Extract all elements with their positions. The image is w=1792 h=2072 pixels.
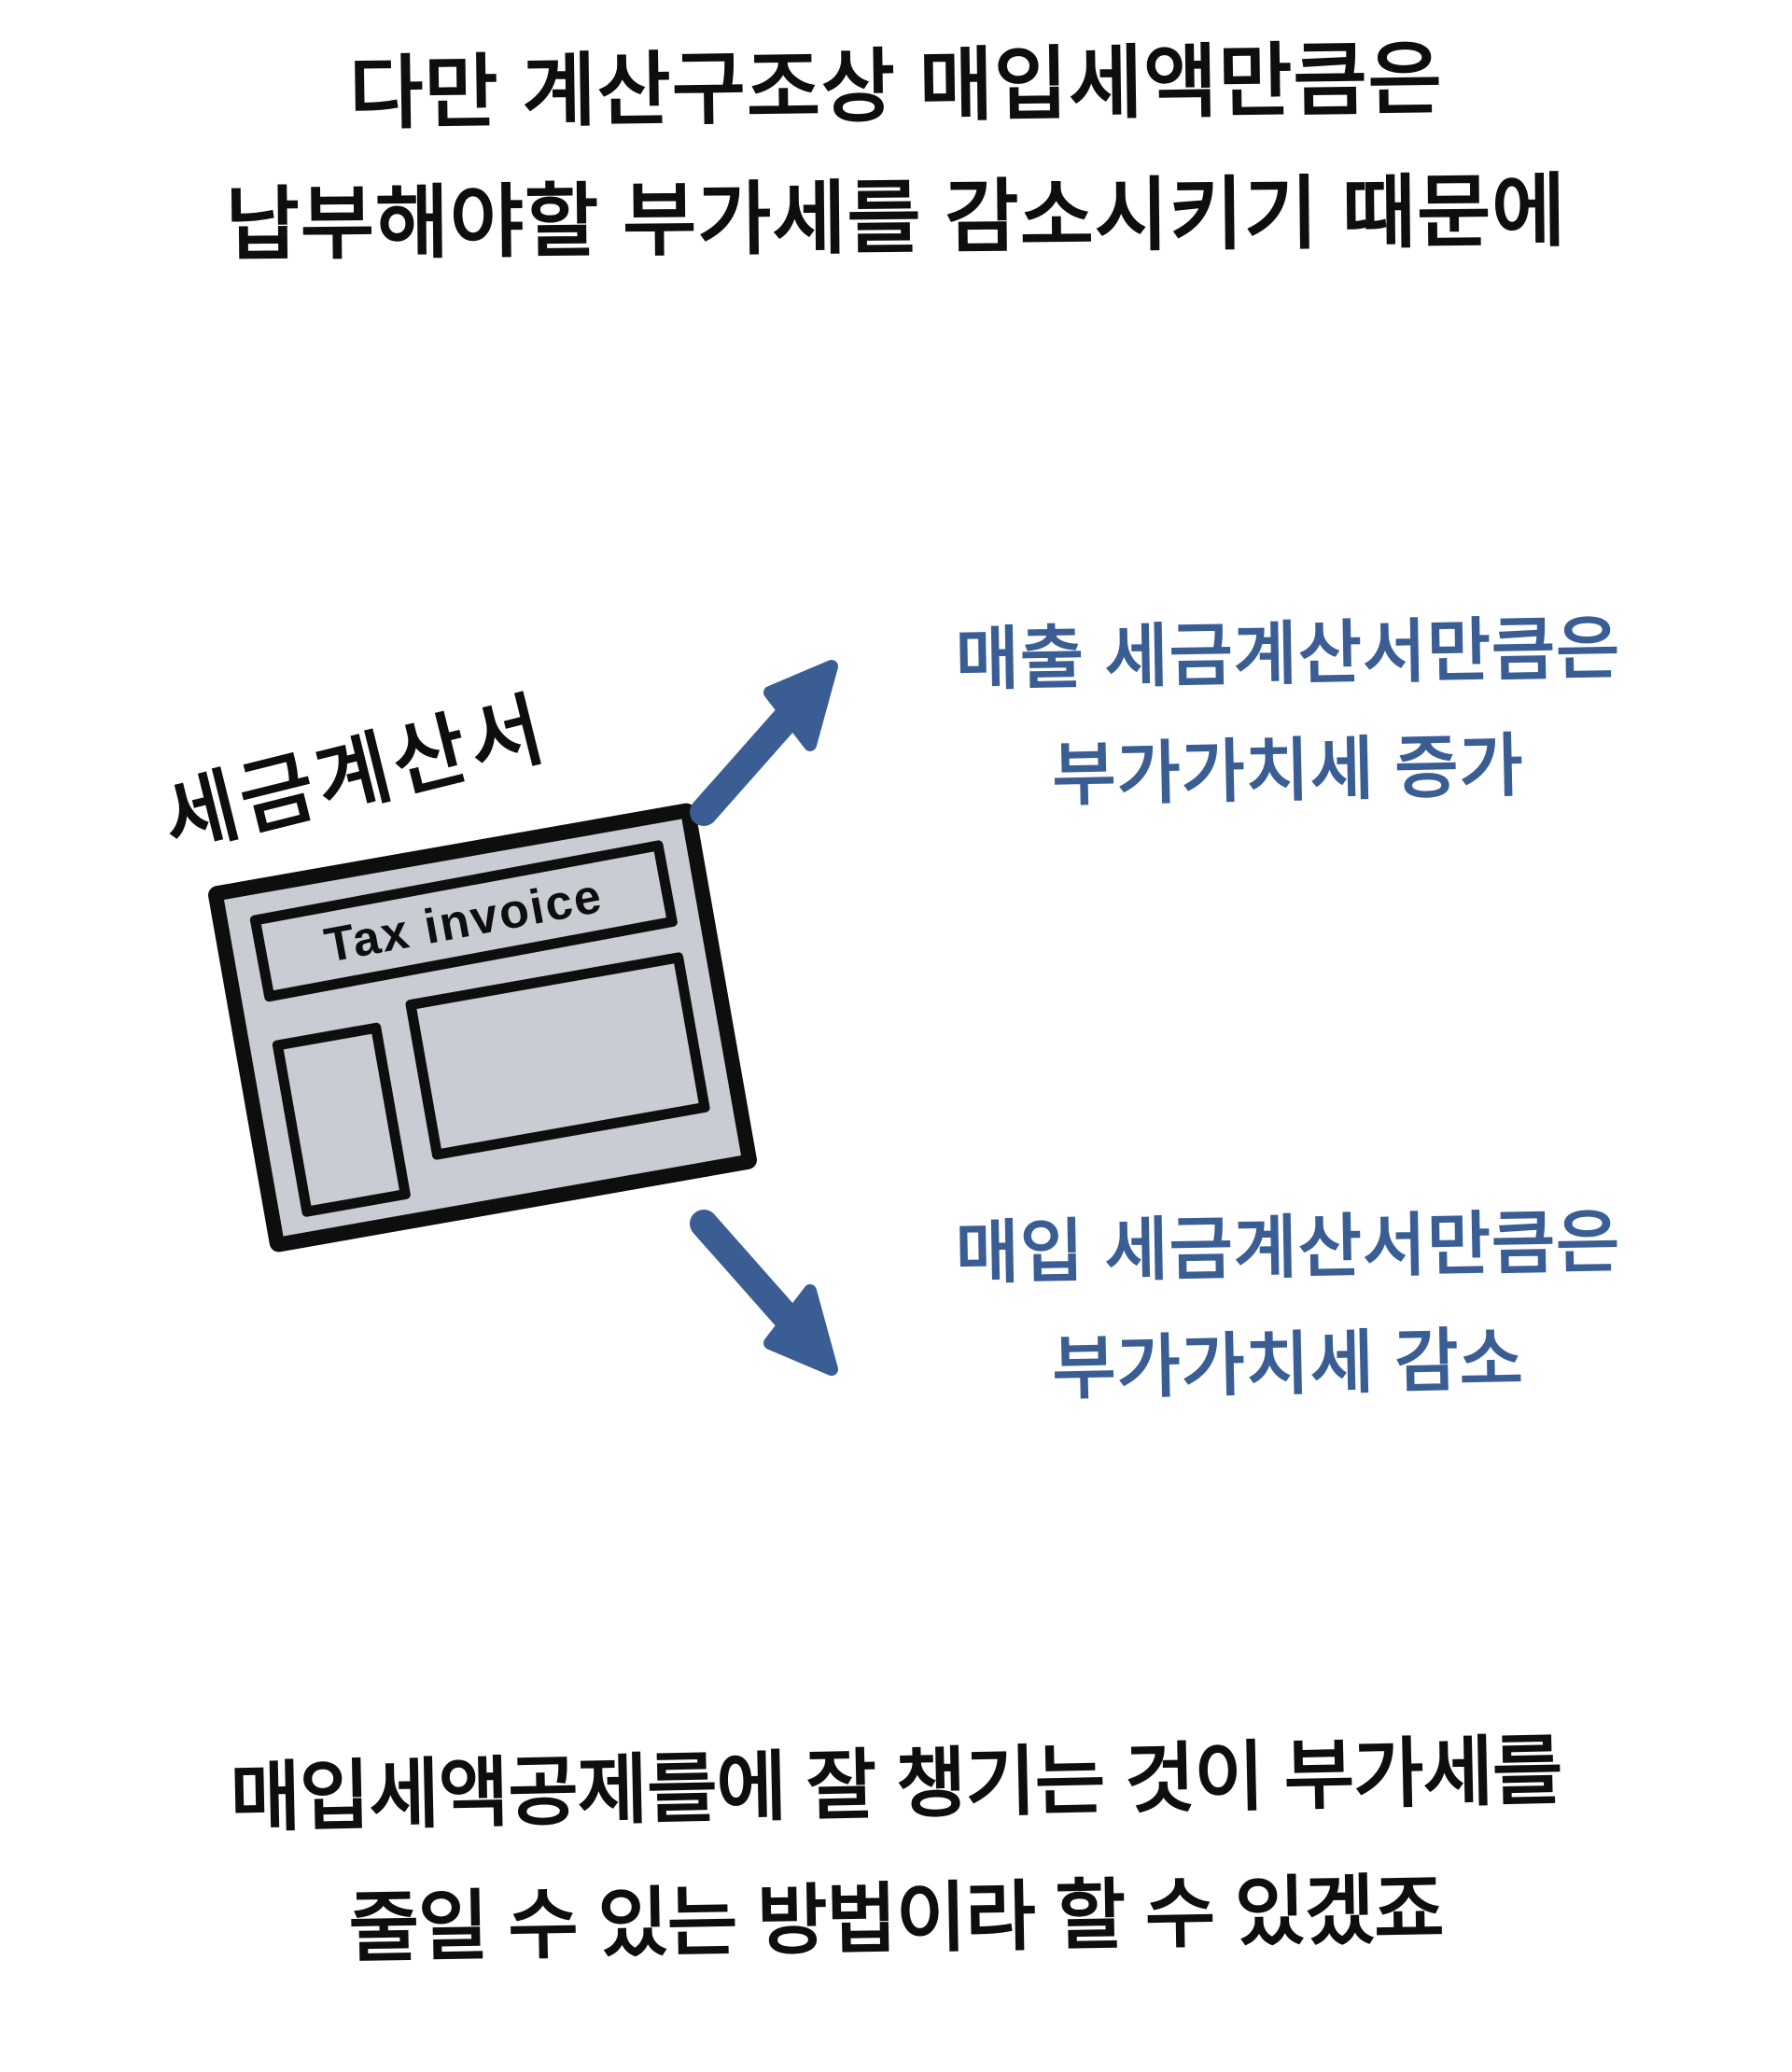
heading-line-2: 납부해야할 부가세를 감소시키기 때문에 bbox=[225, 166, 1567, 271]
arrow-up-right-icon bbox=[690, 660, 838, 826]
footer-block: 매입세액공제를에 잘 챙기는 것이 부가세를 줄일 수 있는 방법이라 할 수 … bbox=[0, 1729, 1792, 1971]
heading-line-1: 다만 계산구조상 매입세액만큼은 bbox=[348, 34, 1444, 140]
footer-line-2: 줄일 수 있는 방법이라 할 수 있겠죠 bbox=[347, 1867, 1445, 1972]
tax-invoice-body bbox=[269, 951, 717, 1218]
branch-sales-line-1: 매출 세금계산서만큼은 bbox=[955, 609, 1621, 699]
arrow-down-right-icon bbox=[690, 1210, 838, 1376]
branch-purchase-line-1: 매입 세금계산서만큼은 bbox=[955, 1202, 1621, 1293]
invoice-field-box-left bbox=[272, 1021, 412, 1218]
branch-sales-text: 매출 세금계산서만큼은 부가가치세 증가 bbox=[887, 609, 1689, 815]
heading-block: 다만 계산구조상 매입세액만큼은 납부해야할 부가세를 감소시키기 때문에 bbox=[0, 35, 1792, 270]
branch-purchase-line-2: 부가가치세 감소 bbox=[1051, 1321, 1525, 1408]
branch-purchase-text: 매입 세금계산서만큼은 부가가치세 감소 bbox=[887, 1203, 1689, 1408]
tax-invoice-illustration: Tax invoice bbox=[206, 802, 759, 1253]
branch-sales-line-2: 부가가치세 증가 bbox=[1051, 727, 1525, 815]
footer-line-1: 매입세액공제를에 잘 챙기는 것이 부가세를 bbox=[229, 1729, 1563, 1841]
invoice-field-box-right bbox=[404, 951, 711, 1161]
